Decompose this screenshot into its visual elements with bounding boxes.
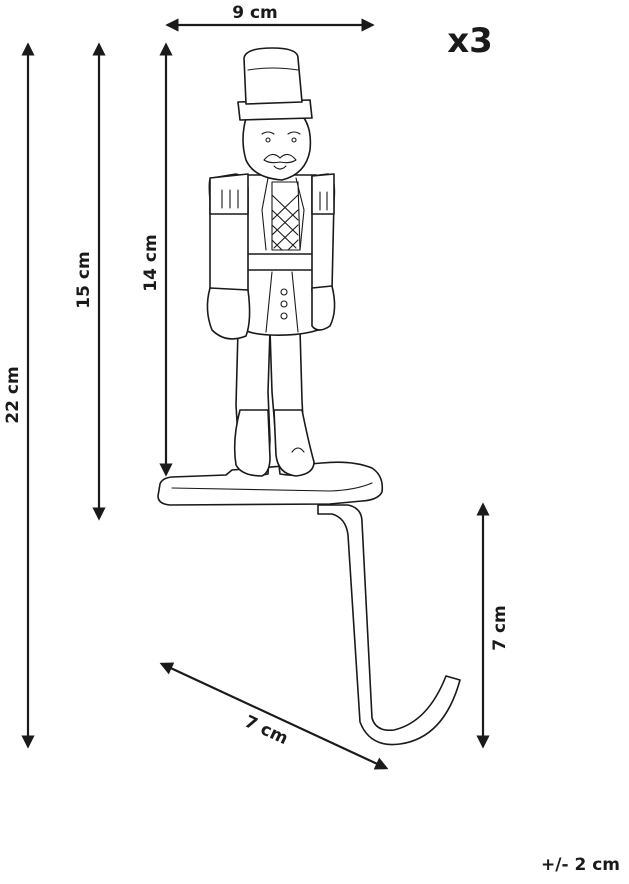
hat-band	[247, 67, 299, 71]
right-epaulette-fringe	[319, 191, 328, 211]
coat-front	[265, 271, 299, 333]
hook	[317, 504, 461, 746]
belt	[243, 253, 321, 271]
figure-height-label: 14 cm	[141, 234, 161, 291]
left-hand	[206, 287, 251, 340]
head	[242, 117, 312, 181]
hat-crown	[243, 47, 303, 105]
coat-button	[280, 300, 288, 308]
dimension-total-height: 22 cm	[3, 42, 35, 749]
hook-depth-label: 7 cm	[241, 712, 291, 749]
eye	[291, 137, 297, 143]
standing-height-label: 15 cm	[74, 251, 94, 308]
quantity-label: x3	[447, 21, 493, 61]
tolerance-note: +/- 2 cm	[541, 855, 620, 875]
left-boot	[233, 409, 271, 477]
mustache	[263, 153, 297, 164]
right-epaulette	[311, 173, 335, 215]
total-height-label: 22 cm	[3, 366, 23, 423]
base-plinth	[157, 461, 384, 506]
dimension-hook-depth: 7 cm	[159, 662, 389, 770]
mouth	[273, 165, 287, 170]
dimension-hook-height: 7 cm	[476, 502, 510, 749]
chest-lattice	[271, 181, 301, 251]
hook-height-label: 7 cm	[490, 605, 510, 651]
eye	[265, 137, 271, 143]
nutcracker-illustration	[157, 47, 461, 746]
right-hand	[311, 285, 336, 331]
coat-button	[280, 288, 288, 296]
eyebrows	[261, 131, 301, 135]
left-epaulette	[209, 173, 249, 215]
right-boot	[273, 409, 315, 477]
dimension-figure-height: 14 cm	[141, 42, 173, 477]
boot-detail	[291, 447, 305, 453]
dimension-standing-height: 15 cm	[74, 42, 106, 521]
left-epaulette-fringe	[221, 189, 239, 209]
base-top-edge	[171, 482, 373, 492]
coat-button	[280, 312, 288, 320]
top-width-label: 9 cm	[232, 3, 278, 23]
dimension-top-width: 9 cm	[165, 3, 375, 32]
hook-depth-arrow	[159, 662, 389, 770]
